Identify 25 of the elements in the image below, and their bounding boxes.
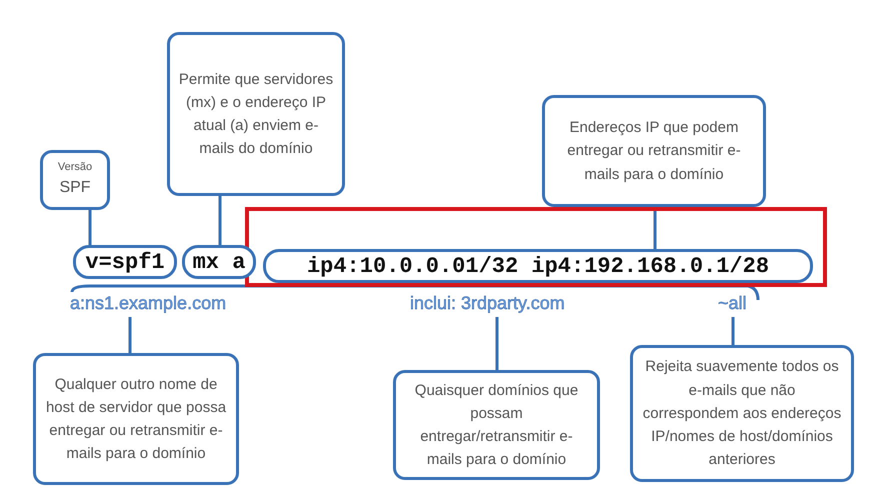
connector-line <box>732 317 734 345</box>
callout-text: SPF <box>59 178 91 198</box>
callout-box <box>40 150 110 210</box>
callout-text: Qualquer outro nome de host de servidor que possa entregar ou retransmitir e-mails para o domínio <box>44 374 228 464</box>
callout-text: Permite que servidores (mx) e o endereço IP atual (a) enviem e-mails do domínio <box>178 70 334 160</box>
callout-box <box>630 345 854 482</box>
callout-text: Quaisquer domínios que possam entregar/retransmitir e-mails para o domínio <box>414 380 580 470</box>
callout-text: Endereços IP que podem entregar ou retransmitir e-mails para o domínio <box>566 118 742 185</box>
record-text: a:ns1.example.com <box>70 293 240 317</box>
callout-box <box>542 95 766 207</box>
connector-line <box>496 317 498 370</box>
record-segment: v=spf1 <box>73 245 177 279</box>
connector-line <box>128 317 132 353</box>
callout-box <box>167 32 345 196</box>
record-segment: mx a <box>182 245 256 279</box>
callout-text: Versão <box>58 160 92 176</box>
connector-line <box>88 210 92 245</box>
record-segment: ip4:10.0.0.01/32 ip4:192.168.0.1/28 <box>263 249 813 283</box>
connector-line <box>218 196 222 245</box>
callout-text: Rejeita suavemente todos os e-mails que não correspondem aos endereços IP/nomes de host/domínios anteriores <box>642 357 842 470</box>
record-text: ~all <box>718 293 758 317</box>
record-text: inclui: 3rdparty.com <box>410 293 600 317</box>
callout-box <box>393 370 600 480</box>
callout-box <box>33 353 239 485</box>
highlight-frame <box>245 207 827 287</box>
